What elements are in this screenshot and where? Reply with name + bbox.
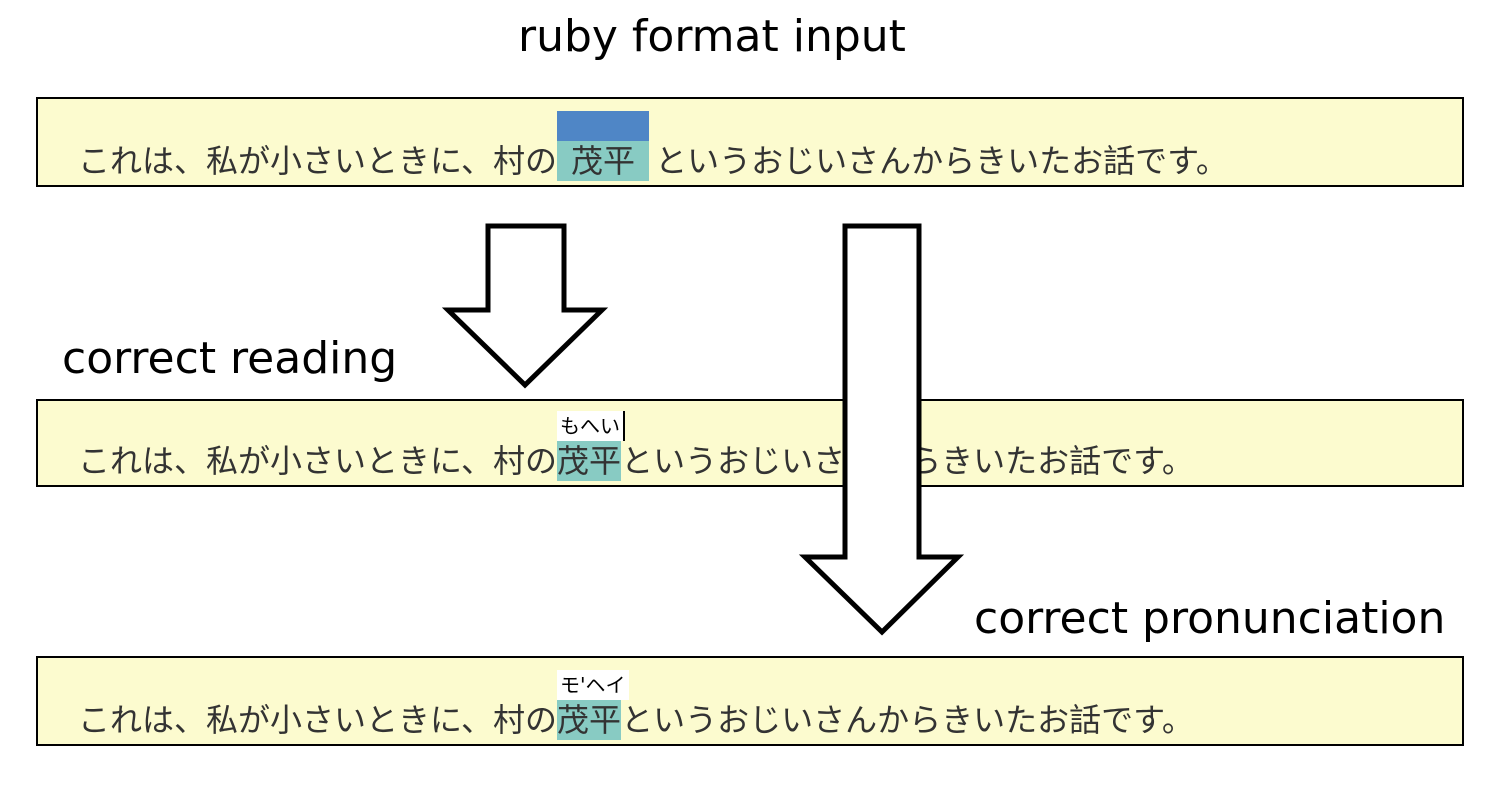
reading-box: これは、私が小さいときに、村のもへい茂平というおじいさんからきいたお話です。 [36, 399, 1464, 487]
pronunciation-base-text: 茂平 [557, 701, 622, 739]
reading-base-text: 茂平 [557, 442, 622, 480]
input-base-highlight: 茂平 [557, 111, 650, 181]
pronunciation-ruby: モ'ヘイ [557, 670, 629, 700]
reading-text-before: これは、私が小さいときに、村の [78, 442, 558, 480]
pronunciation-box: これは、私が小さいときに、村のモ'ヘイ茂平というおじいさんからきいたお話です。 [36, 656, 1464, 746]
pronunciation-text-after: というおじいさんからきいたお話です。 [621, 701, 1194, 739]
pronunciation-base-highlight: モ'ヘイ茂平 [557, 670, 629, 740]
pronunciation-text-before: これは、私が小さいときに、村の [78, 701, 558, 739]
reading-label: correct reading [62, 333, 398, 384]
input-text-before: これは、私が小さいときに、村の [78, 142, 558, 180]
input-text-after: というおじいさんからきいたお話です。 [655, 142, 1228, 180]
input-box: これは、私が小さいときに、村の茂平というおじいさんからきいたお話です。 [36, 97, 1464, 187]
input-base-text: 茂平 [571, 142, 636, 180]
arrow-to-pronunciation [798, 223, 965, 636]
input-sentence: これは、私が小さいときに、村の茂平というおじいさんからきいたお話です。 [78, 111, 1228, 181]
reading-base-highlight: もへい茂平 [557, 411, 626, 481]
pronunciation-sentence: これは、私が小さいときに、村のモ'ヘイ茂平というおじいさんからきいたお話です。 [78, 670, 1194, 740]
pronunciation-label: correct pronunciation [974, 593, 1446, 644]
ruby-input-marker [557, 111, 650, 141]
reading-ruby: もへい [557, 411, 626, 441]
arrow-to-reading [441, 223, 609, 389]
input-label: ruby format input [518, 11, 906, 62]
